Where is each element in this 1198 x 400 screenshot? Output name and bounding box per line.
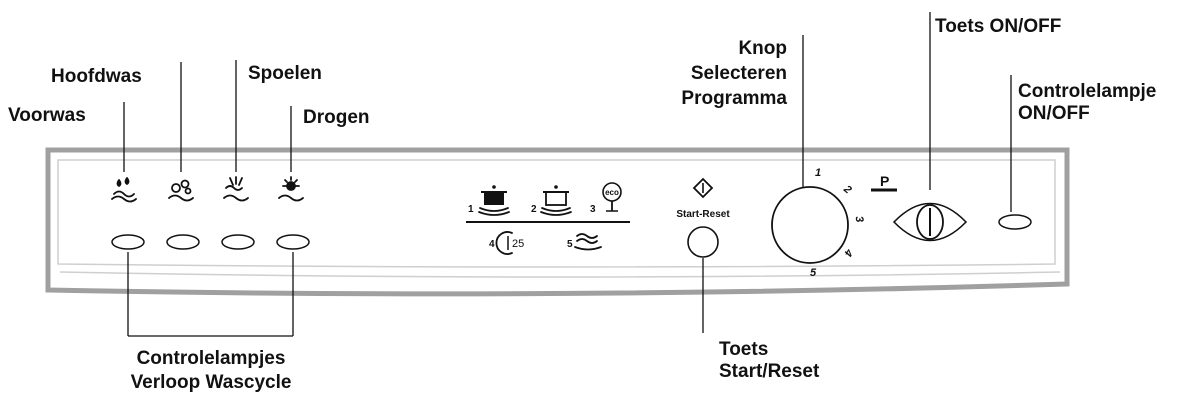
program-4-number: 4 [489, 239, 495, 250]
dial-number-5: 5 [810, 267, 817, 279]
dry-icon [278, 176, 304, 202]
quick-time-text: 25 [512, 238, 524, 250]
soak-icon [574, 233, 602, 251]
dial-number-4: 4 [841, 246, 855, 258]
program-1-number: 1 [468, 204, 474, 215]
heavy-pot-icon [478, 185, 510, 216]
start-reset-panel-label: Start-Reset [676, 209, 730, 220]
rinse-icon [223, 176, 249, 202]
dial-number-3: 3 [853, 215, 866, 223]
label-controlelampje-line2: ON/OFF [1018, 103, 1090, 124]
lamp-hoofdwas [166, 234, 200, 250]
dial-number-2: 2 [840, 183, 853, 197]
eco-text: eco [605, 188, 619, 197]
lamp-spoelen [221, 234, 255, 250]
control-panel [45, 147, 1070, 297]
dial-number-1: 1 [815, 167, 821, 179]
program-selector-knob[interactable] [771, 186, 849, 264]
label-toets-start-line2: Start/Reset [719, 361, 820, 382]
onoff-button[interactable] [892, 202, 968, 242]
lamp-drogen [276, 234, 310, 250]
pot-icon [540, 185, 572, 216]
label-spoelen: Spoelen [248, 63, 322, 84]
lamps-bracket [127, 252, 294, 337]
program-3-number: 3 [590, 204, 596, 215]
label-knop-line2: Selecteren [691, 63, 787, 84]
label-toets-onoff: Toets ON/OFF [935, 16, 1061, 37]
label-knop-line3: Programma [681, 88, 787, 109]
label-voorwas: Voorwas [8, 105, 86, 126]
program-5-number: 5 [567, 239, 573, 250]
label-toets-start-line1: Toets [719, 339, 768, 360]
label-controlelampje-line1: Controlelampje [1018, 81, 1156, 102]
label-drogen: Drogen [303, 107, 370, 128]
quick-25-icon: 25 [495, 231, 524, 255]
eco-tree-icon: eco [602, 182, 622, 212]
mainwash-icon [168, 179, 194, 202]
prewash-icon [111, 177, 137, 203]
start-reset-symbol-icon [692, 177, 714, 199]
label-controlelampjes-line1: Controlelampjes [137, 348, 286, 369]
label-controlelampjes-line2: Verloop Wascycle [131, 372, 292, 393]
program-symbols: 1 2 3 eco 4 25 5 [466, 182, 630, 255]
lamp-onoff [998, 214, 1032, 230]
program-2-number: 2 [531, 204, 537, 215]
p-label: P [880, 173, 889, 189]
label-hoofdwas: Hoofdwas [51, 66, 142, 87]
lamp-voorwas [111, 234, 145, 250]
start-reset-button[interactable] [687, 226, 719, 258]
label-knop-line1: Knop [738, 38, 787, 59]
